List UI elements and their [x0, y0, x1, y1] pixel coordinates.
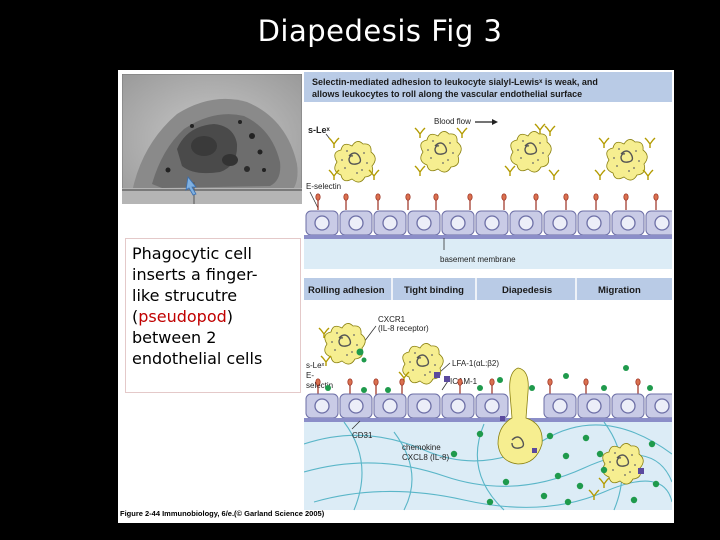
- basement-membrane-label: basement membrane: [440, 255, 516, 264]
- top-header-line1: Selectin-mediated adhesion to leukocyte …: [312, 77, 598, 87]
- caption-paren-close: ): [226, 307, 234, 326]
- slide-title: Diapedesis Fig 3: [257, 14, 503, 48]
- caption-text: Phagocytic cell inserts a finger- like s…: [132, 243, 294, 369]
- stage-diapedesis: Diapedesis: [502, 285, 552, 296]
- caption-line: like strucutre: [132, 286, 238, 305]
- caption-line: (pseudopod): [132, 306, 294, 327]
- caption-line: Phagocytic cell: [132, 244, 252, 263]
- slex-label: s-Leˣ: [308, 125, 331, 135]
- lfa1-label: LFA-1(αL:β2): [452, 359, 499, 368]
- cxcr1-label: CXCR1: [378, 315, 406, 324]
- il8-receptor-label: (IL-8 receptor): [378, 324, 429, 333]
- figure-panel: Phagocytic cell inserts a finger- like s…: [118, 70, 674, 523]
- caption-line: endothelial cells: [132, 349, 263, 368]
- caption-box: Phagocytic cell inserts a finger- like s…: [125, 238, 301, 393]
- caption-paren-open: (: [132, 307, 139, 326]
- cd31-label: CD31: [352, 431, 373, 440]
- cxcl8-label: CXCL8 (IL-8): [402, 453, 449, 462]
- selectin-label-bottom: selectin: [306, 381, 333, 390]
- electron-micrograph: [122, 74, 302, 204]
- chemokine-label: chemokine: [402, 443, 441, 452]
- diapedesis-diagram: Selectin-mediated adhesion to leukocyte …: [304, 72, 672, 511]
- stage-migration: Migration: [598, 285, 641, 296]
- slex-label-bottom: s-Leˣ: [306, 361, 325, 370]
- eselectin-label-top: E-selectin: [306, 182, 341, 191]
- caption-line: between 2: [132, 328, 217, 347]
- figure-credit: Figure 2-44 Immunobiology, 6/e.(© Garlan…: [120, 509, 325, 518]
- caption-line: inserts a finger-: [132, 265, 258, 284]
- stage-tight-binding: Tight binding: [404, 285, 464, 296]
- top-header-line2: allows leukocytes to roll along the vasc…: [312, 89, 582, 99]
- e-label-bottom: E-: [306, 371, 314, 380]
- stage-rolling-adhesion: Rolling adhesion: [308, 285, 385, 296]
- pseudopod-term: pseudopod: [138, 307, 227, 326]
- blood-flow-label: Blood flow: [434, 117, 471, 126]
- icam1-label: ICAM-1: [450, 377, 478, 386]
